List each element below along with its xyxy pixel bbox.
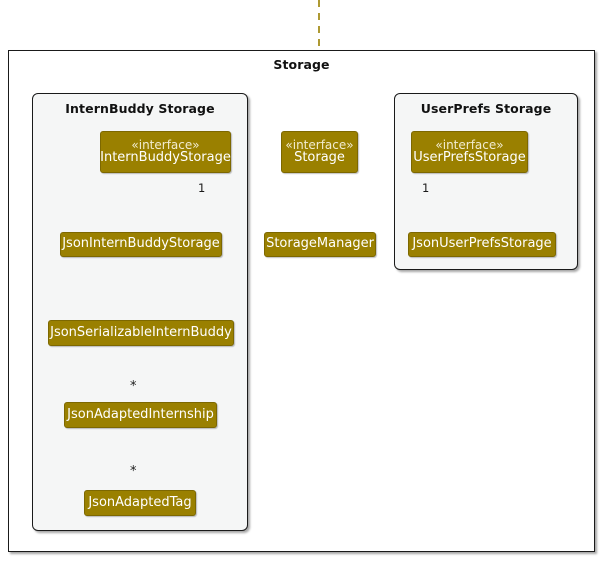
- jsoninternbuddystorage-name: JsonInternBuddyStorage: [62, 236, 220, 252]
- jsonserializableinternbuddy-name: JsonSerializableInternBuddy: [50, 324, 232, 340]
- package-storage-title: Storage: [273, 57, 330, 72]
- node-jsonuserprefsstorage[interactable]: JsonUserPrefsStorage: [408, 232, 556, 257]
- node-storage[interactable]: «interface» Storage: [281, 131, 358, 173]
- package-userprefs-storage-title: UserPrefs Storage: [420, 101, 552, 116]
- jsonuserprefsstorage-name: JsonUserPrefsStorage: [412, 236, 552, 252]
- storage-stereotype: «interface»: [285, 137, 354, 152]
- multiplicity-userprefsstorage-one: 1: [422, 181, 430, 195]
- multiplicity-serializable-to-internship: *: [130, 379, 137, 394]
- node-storagemanager[interactable]: StorageManager: [264, 232, 376, 257]
- storagemanager-name: StorageManager: [266, 236, 374, 252]
- node-internbuddystorage[interactable]: «interface» InternBuddyStorage: [100, 131, 231, 173]
- storage-name: Storage: [294, 150, 345, 166]
- node-jsonadaptedinternship[interactable]: JsonAdaptedInternship: [64, 402, 217, 428]
- node-userprefsstorage[interactable]: «interface» UserPrefsStorage: [411, 131, 528, 173]
- userprefsstorage-name: UserPrefsStorage: [413, 150, 526, 166]
- node-jsoninternbuddystorage[interactable]: JsonInternBuddyStorage: [60, 232, 222, 257]
- internbuddystorage-name: InternBuddyStorage: [100, 150, 231, 166]
- multiplicity-internship-to-tag: *: [130, 464, 137, 479]
- jsonadaptedtag-name: JsonAdaptedTag: [88, 494, 192, 510]
- userprefsstorage-stereotype: «interface»: [435, 137, 504, 152]
- node-jsonadaptedtag[interactable]: JsonAdaptedTag: [84, 490, 196, 516]
- internbuddystorage-stereotype: «interface»: [131, 137, 200, 152]
- jsonadaptedinternship-name: JsonAdaptedInternship: [67, 406, 214, 422]
- package-internbuddy-storage-title: InternBuddy Storage: [65, 101, 215, 116]
- node-jsonserializableinternbuddy[interactable]: JsonSerializableInternBuddy: [48, 320, 234, 346]
- multiplicity-internbuddystorage-one: 1: [198, 181, 206, 195]
